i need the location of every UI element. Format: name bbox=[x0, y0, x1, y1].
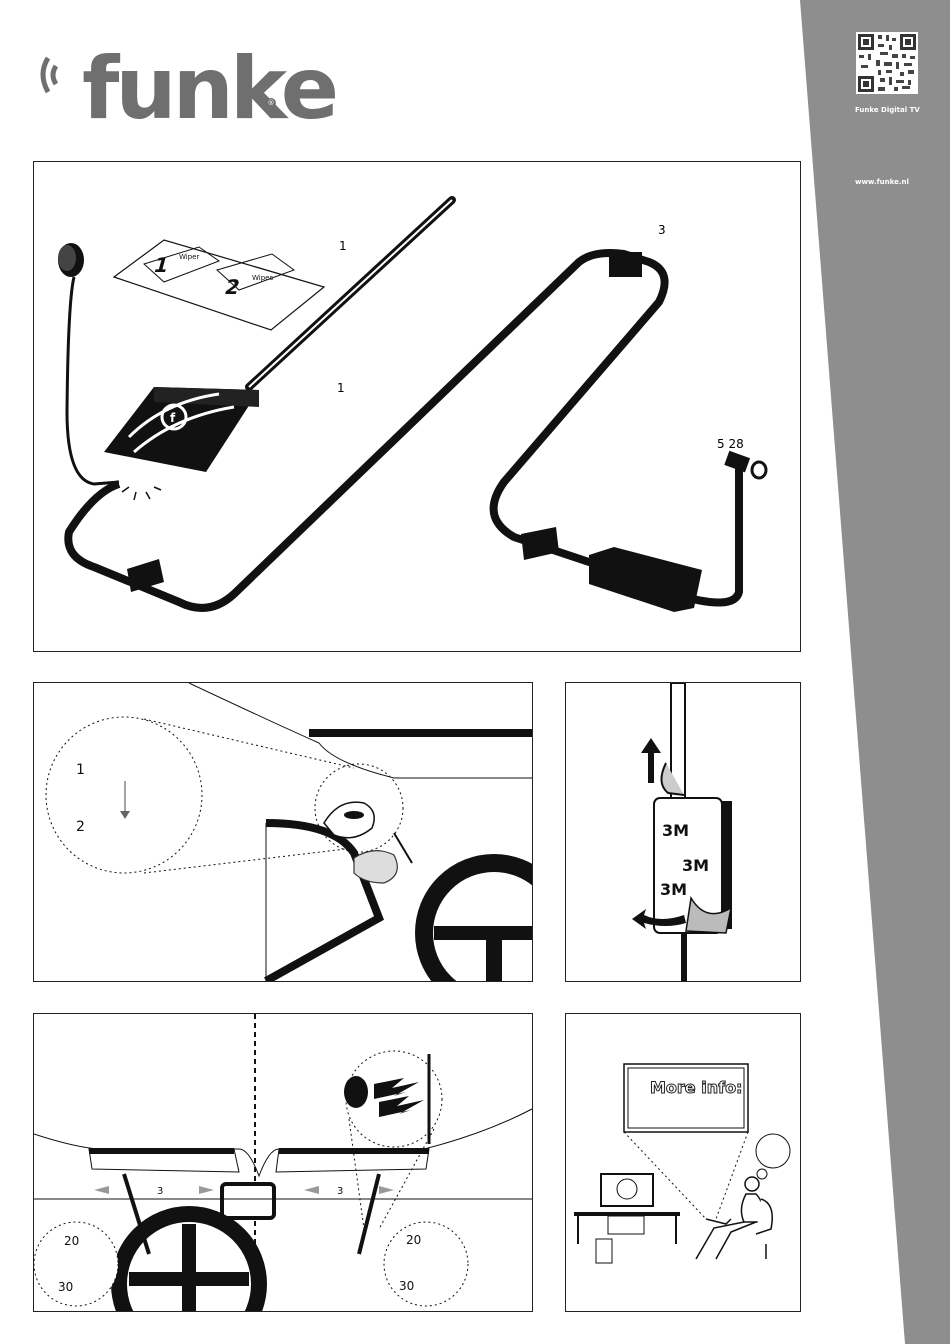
svg-text:f: f bbox=[170, 411, 176, 425]
panel-mounting: 3 3 20 30 20 30 bbox=[33, 1013, 533, 1312]
qr-code-icon bbox=[856, 32, 918, 94]
suction-cup-icon bbox=[344, 1076, 368, 1108]
circle-right-top-label: 20 bbox=[406, 1233, 421, 1247]
label-cable-1: 1 bbox=[339, 239, 347, 253]
panel-more-info bbox=[565, 1013, 801, 1312]
label-connector: 5 28 bbox=[717, 437, 744, 451]
logo-wordmark: funke bbox=[82, 46, 335, 132]
wipe-card-label-1: Wiper bbox=[179, 253, 199, 261]
registered-mark: ® bbox=[266, 98, 276, 108]
tape-label-2: 3M bbox=[682, 856, 709, 875]
hand-wiping-icon bbox=[324, 802, 397, 883]
wipe-card-label-2: Wipes bbox=[252, 274, 273, 282]
step-2-label: 2 bbox=[76, 819, 85, 835]
suction-cup-icon bbox=[58, 243, 84, 277]
label-cable-2: 1 bbox=[337, 381, 345, 395]
circle-left-bottom-label: 30 bbox=[58, 1280, 73, 1294]
website-link[interactable]: www.funke.nl bbox=[855, 178, 909, 186]
more-info-illustration bbox=[566, 1014, 800, 1311]
distance-left-label: 3 bbox=[157, 1186, 163, 1197]
person-with-laptop-icon bbox=[696, 1177, 772, 1259]
tape-label-3: 3M bbox=[660, 880, 687, 899]
circle-right-bottom-label: 30 bbox=[399, 1279, 414, 1293]
windshield-mounting-illustration: 3 3 20 30 20 30 bbox=[34, 1014, 532, 1311]
amplifier-box: f bbox=[104, 387, 259, 472]
power-adapter bbox=[589, 547, 702, 612]
led-light-icon bbox=[122, 487, 161, 500]
antenna-kit-illustration: 1 2 Wiper Wipes f bbox=[34, 162, 800, 651]
qr-caption: Funke Digital TV bbox=[855, 106, 920, 114]
arrow-up-icon bbox=[641, 738, 661, 783]
tape-label-1: 3M bbox=[662, 821, 689, 840]
tape-peel-illustration: 3M 3M 3M bbox=[566, 683, 800, 981]
circle-left-top-label: 20 bbox=[64, 1234, 79, 1248]
label-cable-3: 3 bbox=[658, 223, 666, 237]
windshield-cleaning-illustration: 1 2 bbox=[34, 683, 532, 981]
panel-contents: 1 2 Wiper Wipes f bbox=[33, 161, 801, 652]
wipe-card: 1 2 Wiper Wipes bbox=[114, 240, 324, 330]
funke-logo: funke ® bbox=[30, 28, 290, 138]
more-info-text: More info: bbox=[650, 1078, 742, 1097]
panel-cleaning: 1 2 bbox=[33, 682, 533, 982]
signal-waves-icon bbox=[30, 48, 70, 108]
panel-3m-tape: 3M 3M 3M bbox=[565, 682, 801, 982]
qr-code[interactable] bbox=[856, 32, 918, 94]
distance-right-label: 3 bbox=[337, 1186, 343, 1197]
step-1-label: 1 bbox=[76, 762, 85, 778]
f-connector-icon bbox=[724, 451, 766, 478]
